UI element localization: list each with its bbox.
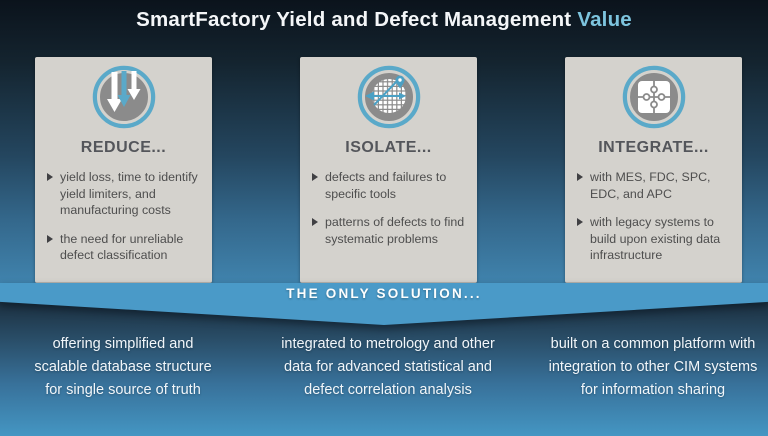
bullet-text: yield loss, time to identify yield limit… xyxy=(60,170,198,217)
bullet-triangle-icon xyxy=(577,218,583,226)
solution-text-isolate: integrated to metrology and other data f… xyxy=(273,333,503,402)
solution-banner-label: THE ONLY SOLUTION... xyxy=(286,286,482,301)
page-title: SmartFactory Yield and Defect Management… xyxy=(0,0,768,40)
bullet-item: with MES, FDC, SPC, EDC, and APC xyxy=(577,169,736,202)
bullet-text: the need for unreliable defect classific… xyxy=(60,231,184,263)
bullet-text: patterns of defects to find systematic p… xyxy=(325,215,465,246)
bullet-text: defects and failures to specific tools xyxy=(325,170,447,201)
bullet-item: patterns of defects to find systematic p… xyxy=(312,214,471,247)
solution-line: scalable database structure xyxy=(34,359,212,375)
page-title-highlight: Value xyxy=(577,8,632,31)
card-isolate-heading: ISOLATE... xyxy=(345,139,432,156)
card-reduce-bullets: yield loss, time to identify yield limit… xyxy=(47,169,206,264)
bullet-item: yield loss, time to identify yield limit… xyxy=(47,169,206,219)
page-title-main: SmartFactory Yield and Defect Management xyxy=(136,8,572,31)
solution-line: for single source of truth xyxy=(45,382,201,398)
solution-line: integration to other CIM systems xyxy=(548,359,758,375)
solution-line: data for advanced statistical and xyxy=(284,359,492,375)
bullet-item: defects and failures to specific tools xyxy=(312,169,471,202)
solution-banner: THE ONLY SOLUTION... xyxy=(0,283,768,325)
wafer-map-locate-icon xyxy=(300,64,477,130)
bullet-item: the need for unreliable defect classific… xyxy=(47,231,206,264)
bullet-triangle-icon xyxy=(577,173,583,181)
solution-line: for information sharing xyxy=(580,382,726,398)
bullet-triangle-icon xyxy=(312,173,318,181)
card-integrate-heading: INTEGRATE... xyxy=(598,139,709,156)
card-isolate: ISOLATE... defects and failures to speci… xyxy=(300,57,477,283)
card-integrate: INTEGRATE... with MES, FDC, SPC, EDC, an… xyxy=(565,57,742,283)
bullet-text: with MES, FDC, SPC, EDC, and APC xyxy=(590,170,711,201)
solution-line: built on a common platform with xyxy=(550,336,756,352)
card-reduce-heading: REDUCE... xyxy=(80,139,167,156)
solution-line: defect correlation analysis xyxy=(304,382,472,398)
puzzle-pieces-icon xyxy=(565,64,742,130)
card-isolate-bullets: defects and failures to specific tools p… xyxy=(312,169,471,247)
bullet-text: with legacy systems to build upon existi… xyxy=(590,215,721,262)
solution-line: integrated to metrology and other xyxy=(281,336,495,352)
bullet-triangle-icon xyxy=(47,234,53,243)
solution-text-integrate: built on a common platform with integrat… xyxy=(538,333,768,402)
bullet-triangle-icon xyxy=(312,218,318,226)
card-row: REDUCE... yield loss, time to identify y… xyxy=(0,57,768,283)
bullet-item: with legacy systems to build upon existi… xyxy=(577,214,736,264)
card-reduce: REDUCE... yield loss, time to identify y… xyxy=(35,57,212,283)
solution-text-reduce: offering simplified and scalable databas… xyxy=(8,333,238,402)
reduce-arrows-icon xyxy=(35,64,212,130)
bullet-triangle-icon xyxy=(47,173,53,181)
solution-line: offering simplified and xyxy=(52,336,194,352)
card-integrate-bullets: with MES, FDC, SPC, EDC, and APC with le… xyxy=(577,169,736,264)
